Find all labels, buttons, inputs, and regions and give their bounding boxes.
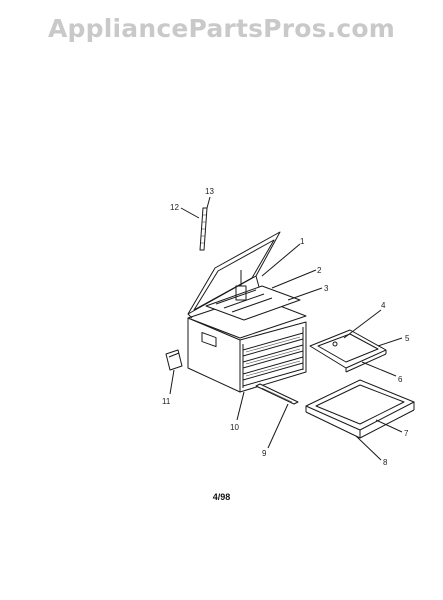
lid-support-strip — [199, 207, 208, 251]
callout-8: 8 — [383, 458, 388, 467]
leader-lines — [169, 196, 403, 461]
watermark-logo: AppliancePartsPros.com — [47, 14, 396, 43]
callout-6: 6 — [398, 375, 403, 384]
callout-9: 9 — [262, 449, 267, 458]
lid — [187, 231, 281, 319]
callout-4: 4 — [381, 301, 386, 310]
callout-1: 1 — [300, 237, 305, 246]
callout-11: 11 — [162, 397, 171, 406]
callout-12: 12 — [170, 203, 179, 212]
callout-3: 3 — [324, 284, 329, 293]
callout-10: 10 — [230, 423, 239, 432]
callout-2: 2 — [317, 266, 322, 275]
callout-7: 7 — [404, 429, 409, 438]
callout-13: 13 — [205, 187, 214, 196]
tool-tray — [205, 270, 301, 321]
page-code: 4/98 — [212, 492, 231, 502]
large-drawer — [305, 379, 415, 439]
callout-5: 5 — [405, 334, 410, 343]
callouts: 13 12 1 2 3 4 5 6 7 8 9 10 11 — [162, 187, 410, 467]
drawer-slide — [255, 383, 299, 405]
small-drawer — [309, 329, 387, 373]
side-handle — [165, 349, 183, 371]
